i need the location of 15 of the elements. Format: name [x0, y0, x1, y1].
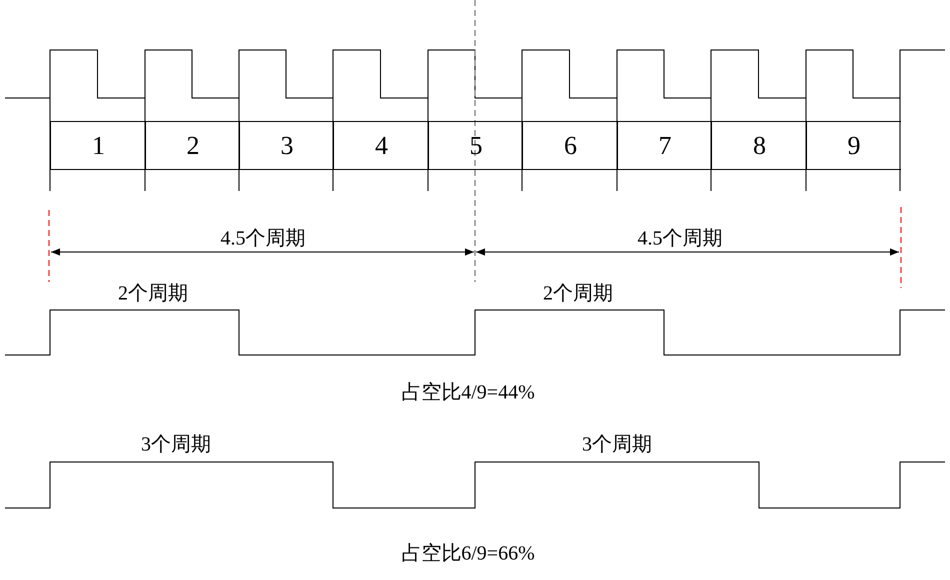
period-cell: 7 — [617, 121, 712, 170]
period-cell: 5 — [428, 121, 523, 170]
period-cell: 1 — [50, 121, 146, 170]
period-label: 2个周期 — [543, 282, 613, 306]
period-cell: 6 — [522, 121, 618, 170]
period-cell: 3 — [239, 121, 334, 170]
duty-cycle-text: 占空比6/9=66% — [401, 542, 535, 566]
period-label: 3个周期 — [141, 432, 211, 458]
period-cell: 2 — [145, 121, 240, 170]
period-label: 2个周期 — [118, 282, 188, 306]
period-cell: 8 — [711, 121, 807, 170]
duty-cycle-text: 占空比4/9=44% — [401, 380, 535, 406]
period-cell: 9 — [806, 121, 901, 170]
period-label: 3个周期 — [582, 432, 652, 458]
period-cell: 4 — [333, 121, 429, 170]
